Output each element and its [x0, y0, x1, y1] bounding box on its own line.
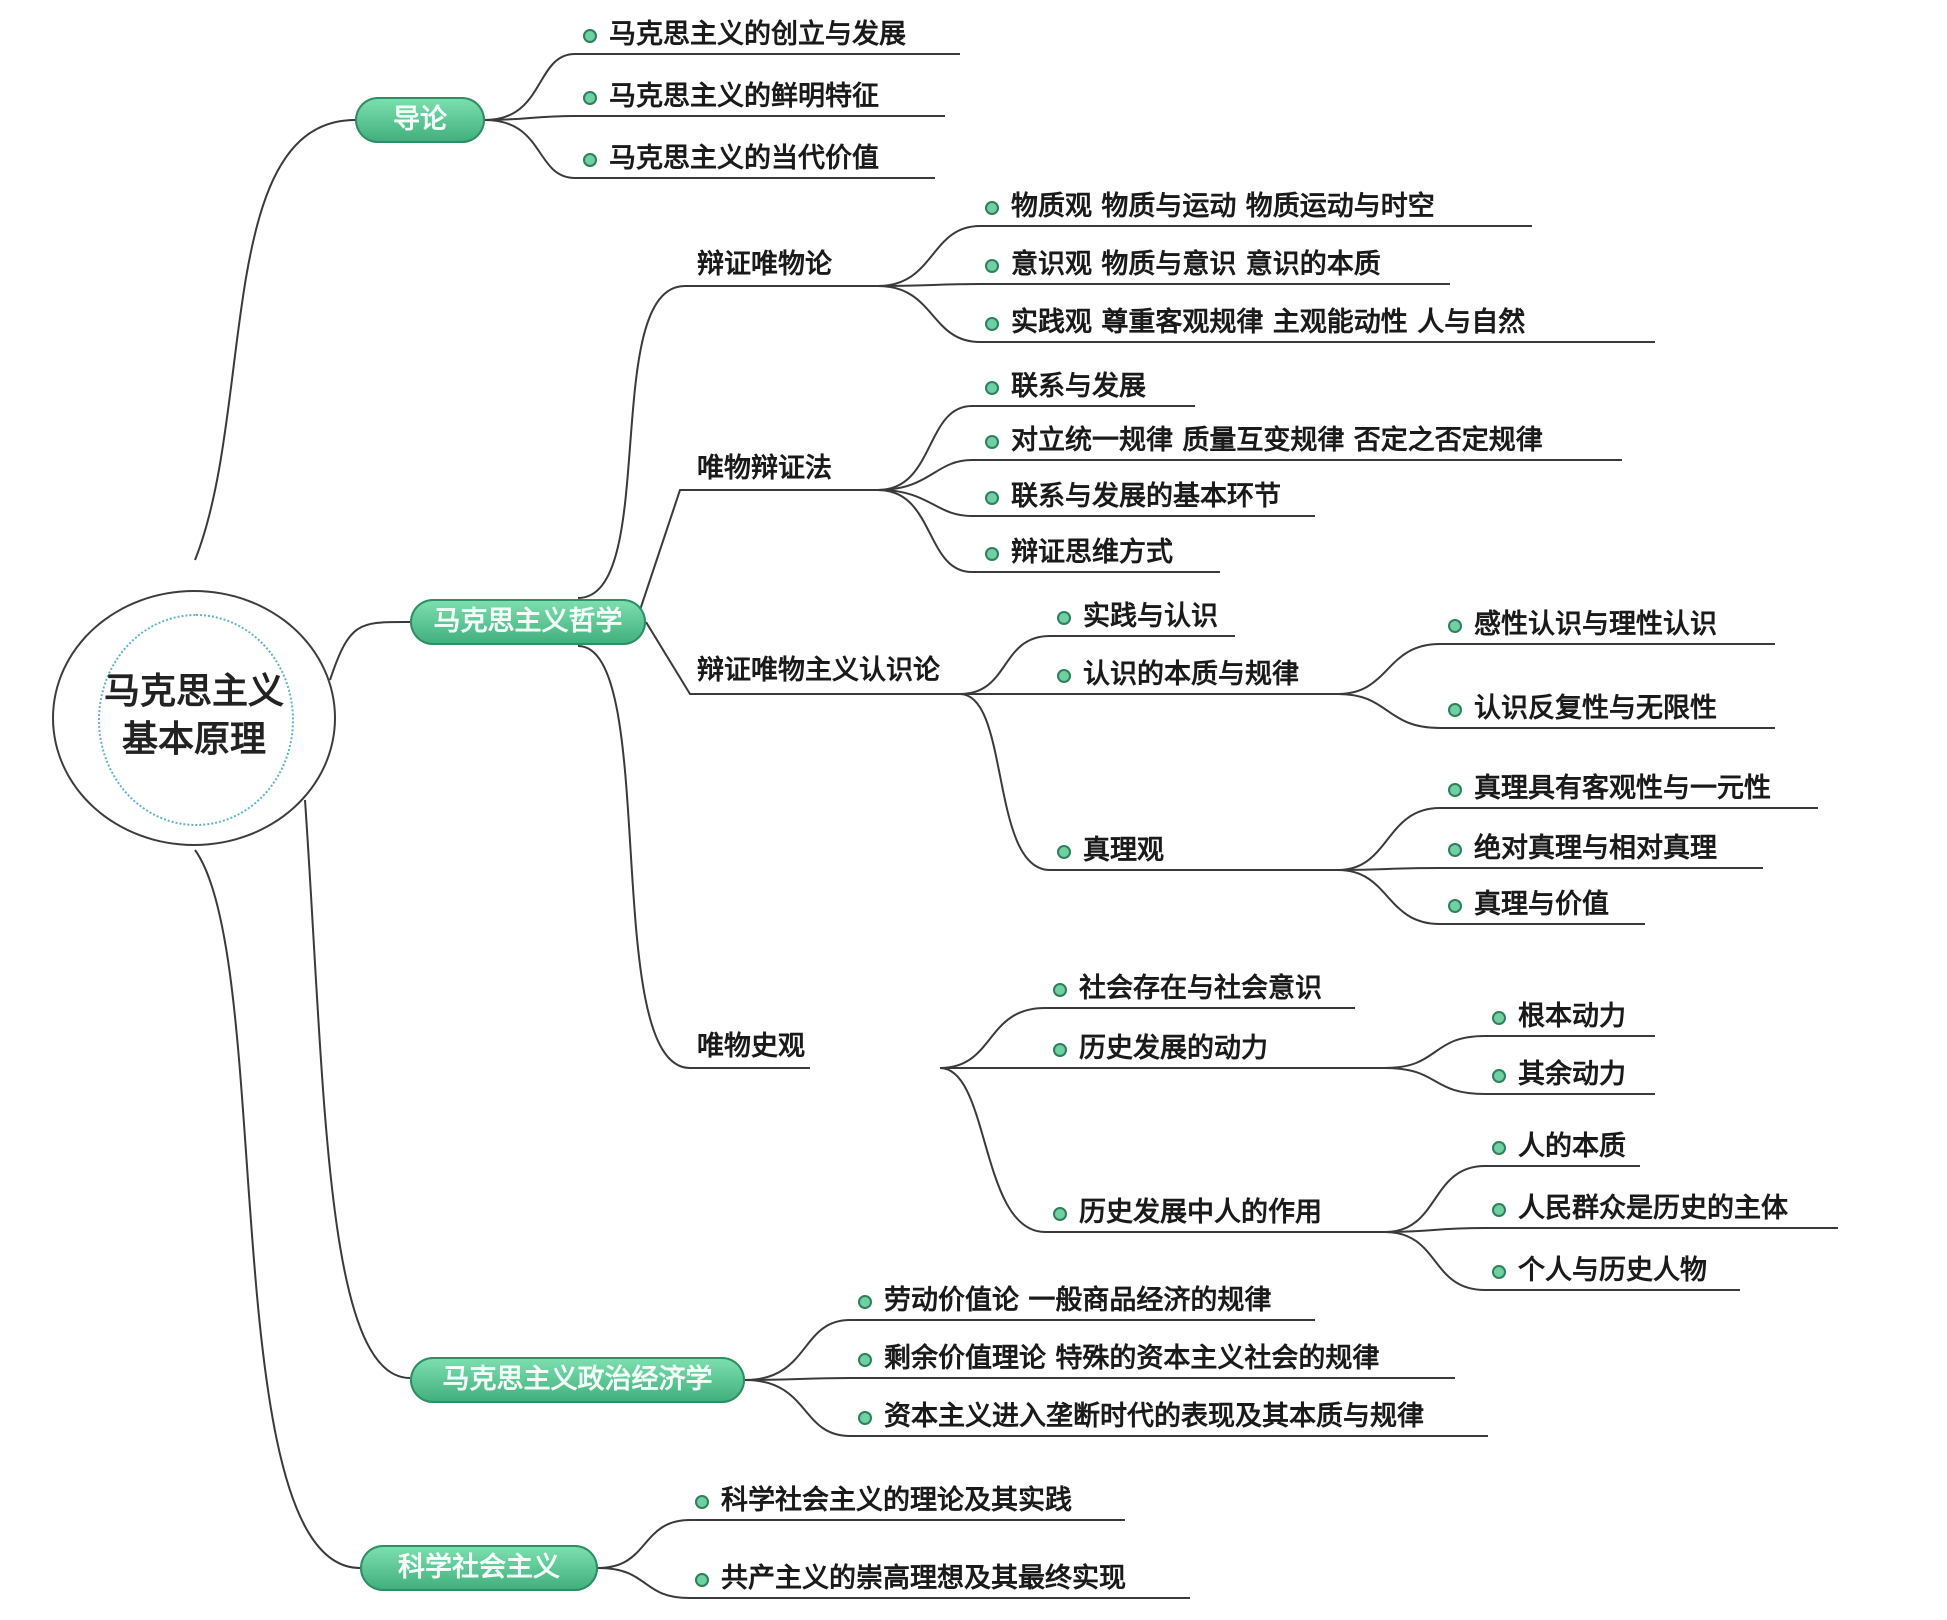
link-pe-2	[1384, 1227, 1838, 1233]
leaf-mo-2[interactable]: 其余动力	[1492, 1060, 1626, 1090]
link-root-philosophy	[329, 620, 411, 681]
link-pe-3	[1384, 1231, 1740, 1291]
link-daolun-2	[484, 115, 945, 121]
link-ec-1	[744, 1319, 1315, 1381]
link-dx-4	[877, 489, 1220, 573]
link-es-2	[1337, 693, 1775, 729]
link-ec-3	[744, 1379, 1488, 1437]
leaf-dx-3[interactable]: 联系与发展的基本环节	[985, 482, 1281, 512]
topic-historical-materialism[interactable]: 唯物史观	[697, 1031, 805, 1062]
topic-epistemology[interactable]: 辩证唯物主义认识论	[697, 655, 940, 686]
leaf-dm-3[interactable]: 实践观 尊重客观规律 主观能动性 人与自然	[985, 308, 1525, 338]
root-title-line1: 马克思主义	[103, 671, 284, 712]
link-dm-3	[877, 285, 1655, 343]
leaf-tr-3[interactable]: 真理与价值	[1448, 890, 1609, 920]
node-hm-people[interactable]: 历史发展中人的作用	[1053, 1198, 1322, 1228]
link-dx-2	[877, 459, 1622, 491]
leaf-dm-1[interactable]: 物质观 物质与运动 物质运动与时空	[985, 192, 1435, 222]
link-tr-2	[1337, 867, 1763, 871]
link-daolun-1	[484, 53, 960, 121]
link-so-1	[597, 1519, 1125, 1569]
topic-dialectics[interactable]: 唯物辩证法	[697, 453, 832, 484]
link-dx-1	[877, 405, 1195, 491]
leaf-dx-4[interactable]: 辩证思维方式	[985, 538, 1173, 568]
branch-economics[interactable]: 马克思主义政治经济学	[410, 1357, 745, 1403]
link-dm-2	[877, 283, 1450, 287]
leaf-es-2[interactable]: 认识反复性与无限性	[1448, 694, 1717, 724]
leaf-ec-1[interactable]: 劳动价值论 一般商品经济的规律	[858, 1286, 1271, 1316]
link-dx-3	[877, 489, 1315, 517]
leaf-mo-1[interactable]: 根本动力	[1492, 1002, 1626, 1032]
leaf-pe-3[interactable]: 个人与历史人物	[1492, 1256, 1707, 1286]
leaf-so-1[interactable]: 科学社会主义的理论及其实践	[695, 1486, 1072, 1516]
link-pe-1	[1384, 1165, 1640, 1233]
link-root-economics	[304, 799, 411, 1379]
link-hm-people	[939, 1067, 1385, 1233]
link-tr-3	[1337, 869, 1645, 925]
link-root-socialism	[194, 849, 361, 1569]
leaf-daolun-1[interactable]: 马克思主义的创立与发展	[583, 20, 906, 50]
branch-philosophy[interactable]: 马克思主义哲学	[410, 599, 646, 645]
leaf-ec-2[interactable]: 剩余价值理论 特殊的资本主义社会的规律	[858, 1344, 1379, 1374]
leaf-es-1[interactable]: 感性认识与理性认识	[1448, 610, 1717, 640]
leaf-pe-1[interactable]: 人的本质	[1492, 1132, 1626, 1162]
link-ep-truth	[959, 693, 1338, 871]
link-root-daolun	[194, 119, 356, 561]
leaf-daolun-3[interactable]: 马克思主义的当代价值	[583, 144, 879, 174]
leaf-tr-2[interactable]: 绝对真理与相对真理	[1448, 834, 1717, 864]
link-mo-2	[1384, 1067, 1655, 1095]
root-inner-ring	[98, 614, 294, 826]
node-ep-truth[interactable]: 真理观	[1057, 836, 1164, 866]
link-ep-practice	[959, 635, 1235, 695]
branch-socialism[interactable]: 科学社会主义	[360, 1545, 598, 1591]
leaf-pe-2[interactable]: 人民群众是历史的主体	[1492, 1194, 1788, 1224]
node-ep-essence[interactable]: 认识的本质与规律	[1057, 660, 1299, 690]
leaf-so-2[interactable]: 共产主义的崇高理想及其最终实现	[695, 1564, 1126, 1594]
link-es-1	[1337, 643, 1775, 695]
topic-dialectical-materialism[interactable]: 辩证唯物论	[697, 249, 832, 280]
node-hm-motive[interactable]: 历史发展的动力	[1053, 1034, 1268, 1064]
link-hm-social	[939, 1007, 1355, 1069]
link-tr-1	[1337, 807, 1818, 871]
link-dm-1	[877, 225, 1532, 287]
link-ec-2	[744, 1377, 1455, 1381]
root-node: 马克思主义 基本原理	[52, 590, 336, 846]
leaf-hm-social[interactable]: 社会存在与社会意识	[1053, 974, 1322, 1004]
leaf-dm-2[interactable]: 意识观 物质与意识 意识的本质	[985, 250, 1381, 280]
link-phil-dm	[577, 285, 878, 599]
link-mo-1	[1384, 1035, 1655, 1069]
link-phil-epist	[645, 621, 960, 695]
leaf-tr-1[interactable]: 真理具有客观性与一元性	[1448, 774, 1771, 804]
link-daolun-3	[484, 119, 935, 179]
link-phil-dialectics	[639, 489, 878, 611]
link-phil-hist	[577, 645, 810, 1069]
leaf-dx-2[interactable]: 对立统一规律 质量互变规律 否定之否定规律	[985, 426, 1543, 456]
leaf-dx-1[interactable]: 联系与发展	[985, 372, 1146, 402]
leaf-ep-practice[interactable]: 实践与认识	[1057, 602, 1218, 632]
link-so-2	[597, 1567, 1190, 1599]
leaf-ec-3[interactable]: 资本主义进入垄断时代的表现及其本质与规律	[858, 1402, 1424, 1432]
leaf-daolun-2[interactable]: 马克思主义的鲜明特征	[583, 82, 879, 112]
root-title-line2: 基本原理	[121, 719, 266, 760]
branch-daolun[interactable]: 导论	[355, 97, 485, 143]
